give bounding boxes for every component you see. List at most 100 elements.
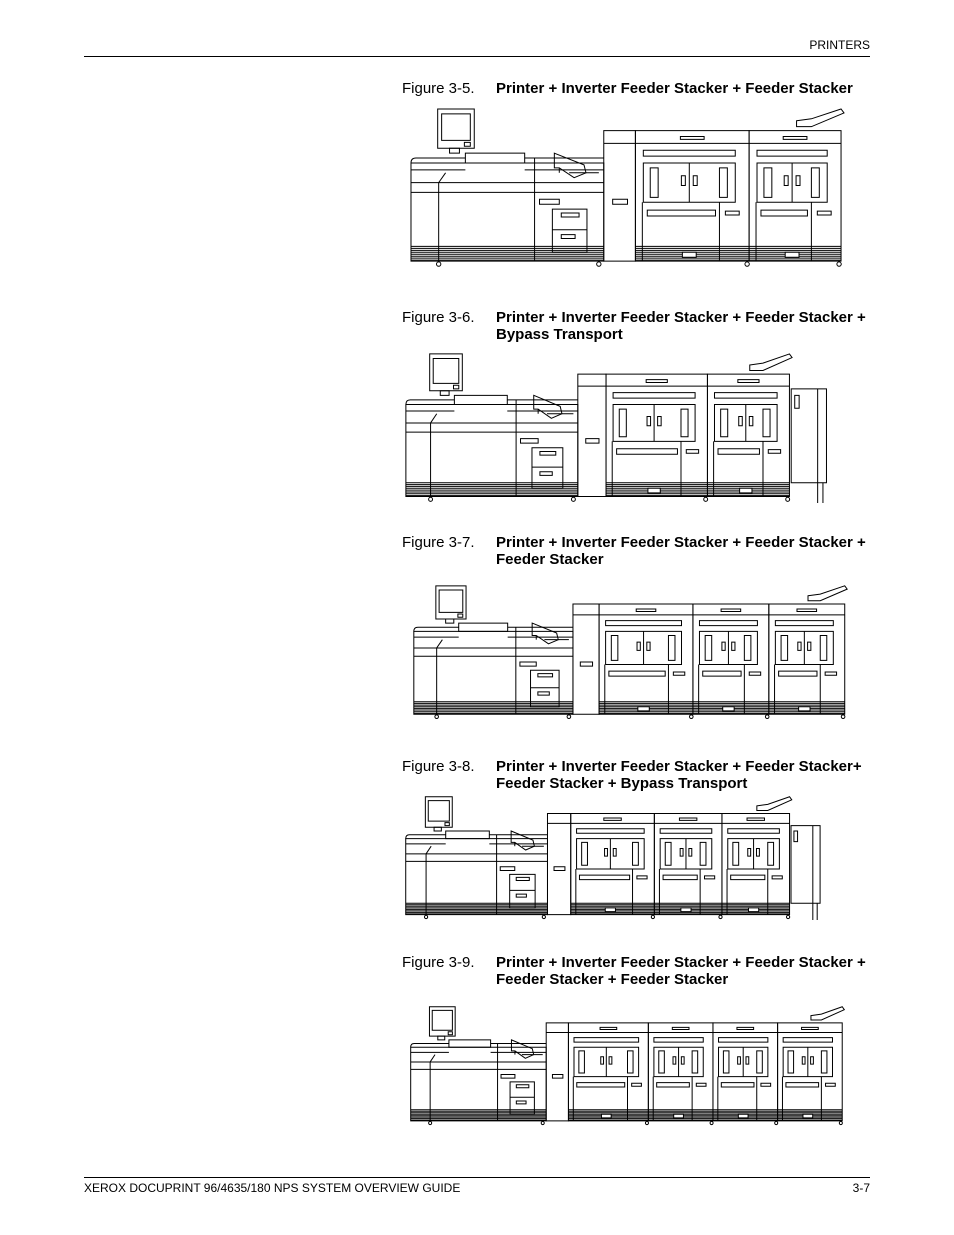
top-output-tray (757, 797, 792, 811)
paper-trays (532, 448, 563, 488)
door-window (821, 1051, 827, 1073)
door-window (788, 1051, 794, 1073)
feeder-stacker (713, 1023, 778, 1121)
feeder-stacker (693, 604, 769, 714)
figure-3-6-illustration (405, 353, 830, 503)
stacker-top-handle (802, 1027, 819, 1029)
stacker-doors (574, 1047, 639, 1076)
door-window (820, 636, 827, 661)
wheel (786, 497, 790, 501)
output-tray (534, 395, 562, 418)
door-window (700, 842, 706, 865)
stacker-top-handle (672, 1027, 689, 1029)
stacker-label (654, 1038, 703, 1042)
figure-label: Figure 3-6. (402, 309, 475, 326)
output-tray (511, 831, 534, 850)
control-panel (500, 867, 515, 871)
keyboard-shelf (446, 831, 490, 839)
wheel (837, 262, 841, 266)
stacker-top-handle (721, 609, 741, 611)
inverter-panel (552, 1074, 562, 1078)
door-window (811, 168, 819, 197)
control-panel (540, 199, 560, 204)
tray-2-handle (561, 235, 575, 239)
door-window (611, 636, 618, 661)
door-window (619, 409, 626, 437)
inverter-panel (580, 662, 592, 666)
output-tray (554, 153, 586, 178)
stacker-body (769, 604, 845, 714)
wheel (787, 915, 790, 918)
printer (414, 586, 573, 714)
stacker-label (714, 393, 777, 399)
stacker-lower-label (786, 1083, 819, 1087)
stacker-bin-latch (605, 908, 615, 912)
door-window (733, 842, 739, 865)
stacker-handle (673, 672, 684, 675)
inverter-feeder-stacker (578, 374, 708, 496)
figure-label: Figure 3-8. (402, 758, 475, 775)
stacker-lower-label (663, 875, 697, 880)
inverter-panel (554, 867, 565, 871)
door-window (721, 409, 728, 437)
stacker-label (757, 150, 827, 156)
top-output-tray (797, 109, 844, 127)
door-window (692, 1051, 698, 1073)
page-number: 3-7 (852, 1181, 870, 1195)
top-output-tray (750, 354, 792, 371)
output-tray (532, 623, 558, 644)
door-window (763, 409, 770, 437)
door-window (723, 1051, 729, 1073)
tray-1-handle (540, 451, 556, 455)
footer-title: XEROX DOCUPRINT 96/4635/180 NPS SYSTEM O… (84, 1181, 461, 1195)
wheel (710, 1121, 713, 1124)
monitor (429, 1007, 455, 1040)
stacker-doors (783, 1047, 832, 1076)
bypass-transport (791, 826, 820, 920)
stacker-label (613, 393, 695, 399)
stacker-doors (757, 163, 827, 202)
inverter-module (546, 1023, 568, 1121)
paper-trays (552, 209, 587, 252)
top-output-tray (811, 1007, 844, 1020)
bypass-slot (795, 395, 799, 408)
stacker-handle (772, 876, 782, 879)
door-window (768, 842, 774, 865)
inverter-feeder-stacker (546, 1023, 648, 1121)
stacker-top-handle (604, 818, 621, 820)
stacker-lower-label (761, 210, 807, 216)
stacker-handle (686, 450, 698, 454)
stacker-top-handle (797, 609, 817, 611)
wheel (645, 1121, 648, 1124)
header-rule (84, 56, 870, 57)
monitor-screen (433, 359, 459, 384)
printer (406, 797, 548, 915)
stacker-body (778, 1023, 843, 1121)
inverter-feeder-stacker (573, 604, 693, 714)
stacker-bin-latch (638, 707, 649, 711)
printer (406, 354, 578, 497)
stacker-bin-latch (803, 1114, 813, 1118)
stacker-top-handle (680, 136, 704, 139)
door-window (633, 842, 639, 865)
tray-2-handle (540, 472, 552, 476)
door-window (579, 1051, 585, 1073)
stacker-label (775, 621, 833, 626)
figure-label: Figure 3-5. (402, 80, 475, 97)
stacker-top-handle (747, 818, 764, 820)
footer-rule (84, 1177, 870, 1178)
monitor-screen (442, 114, 471, 141)
wheel (567, 715, 571, 719)
stacker-top-handle (737, 1027, 754, 1029)
stacker-lower-label (647, 210, 715, 216)
stacker-handle (725, 211, 739, 215)
stacker-lower-label (721, 1083, 754, 1087)
bypass-transport (791, 389, 826, 503)
figure-3-7-illustration (413, 585, 848, 720)
inverter-feeder-stacker (547, 813, 654, 914)
tray-2-handle (516, 1101, 526, 1104)
control-panel (501, 1074, 515, 1078)
wheel (704, 497, 708, 501)
printer (411, 1007, 547, 1121)
wheel (690, 715, 694, 719)
